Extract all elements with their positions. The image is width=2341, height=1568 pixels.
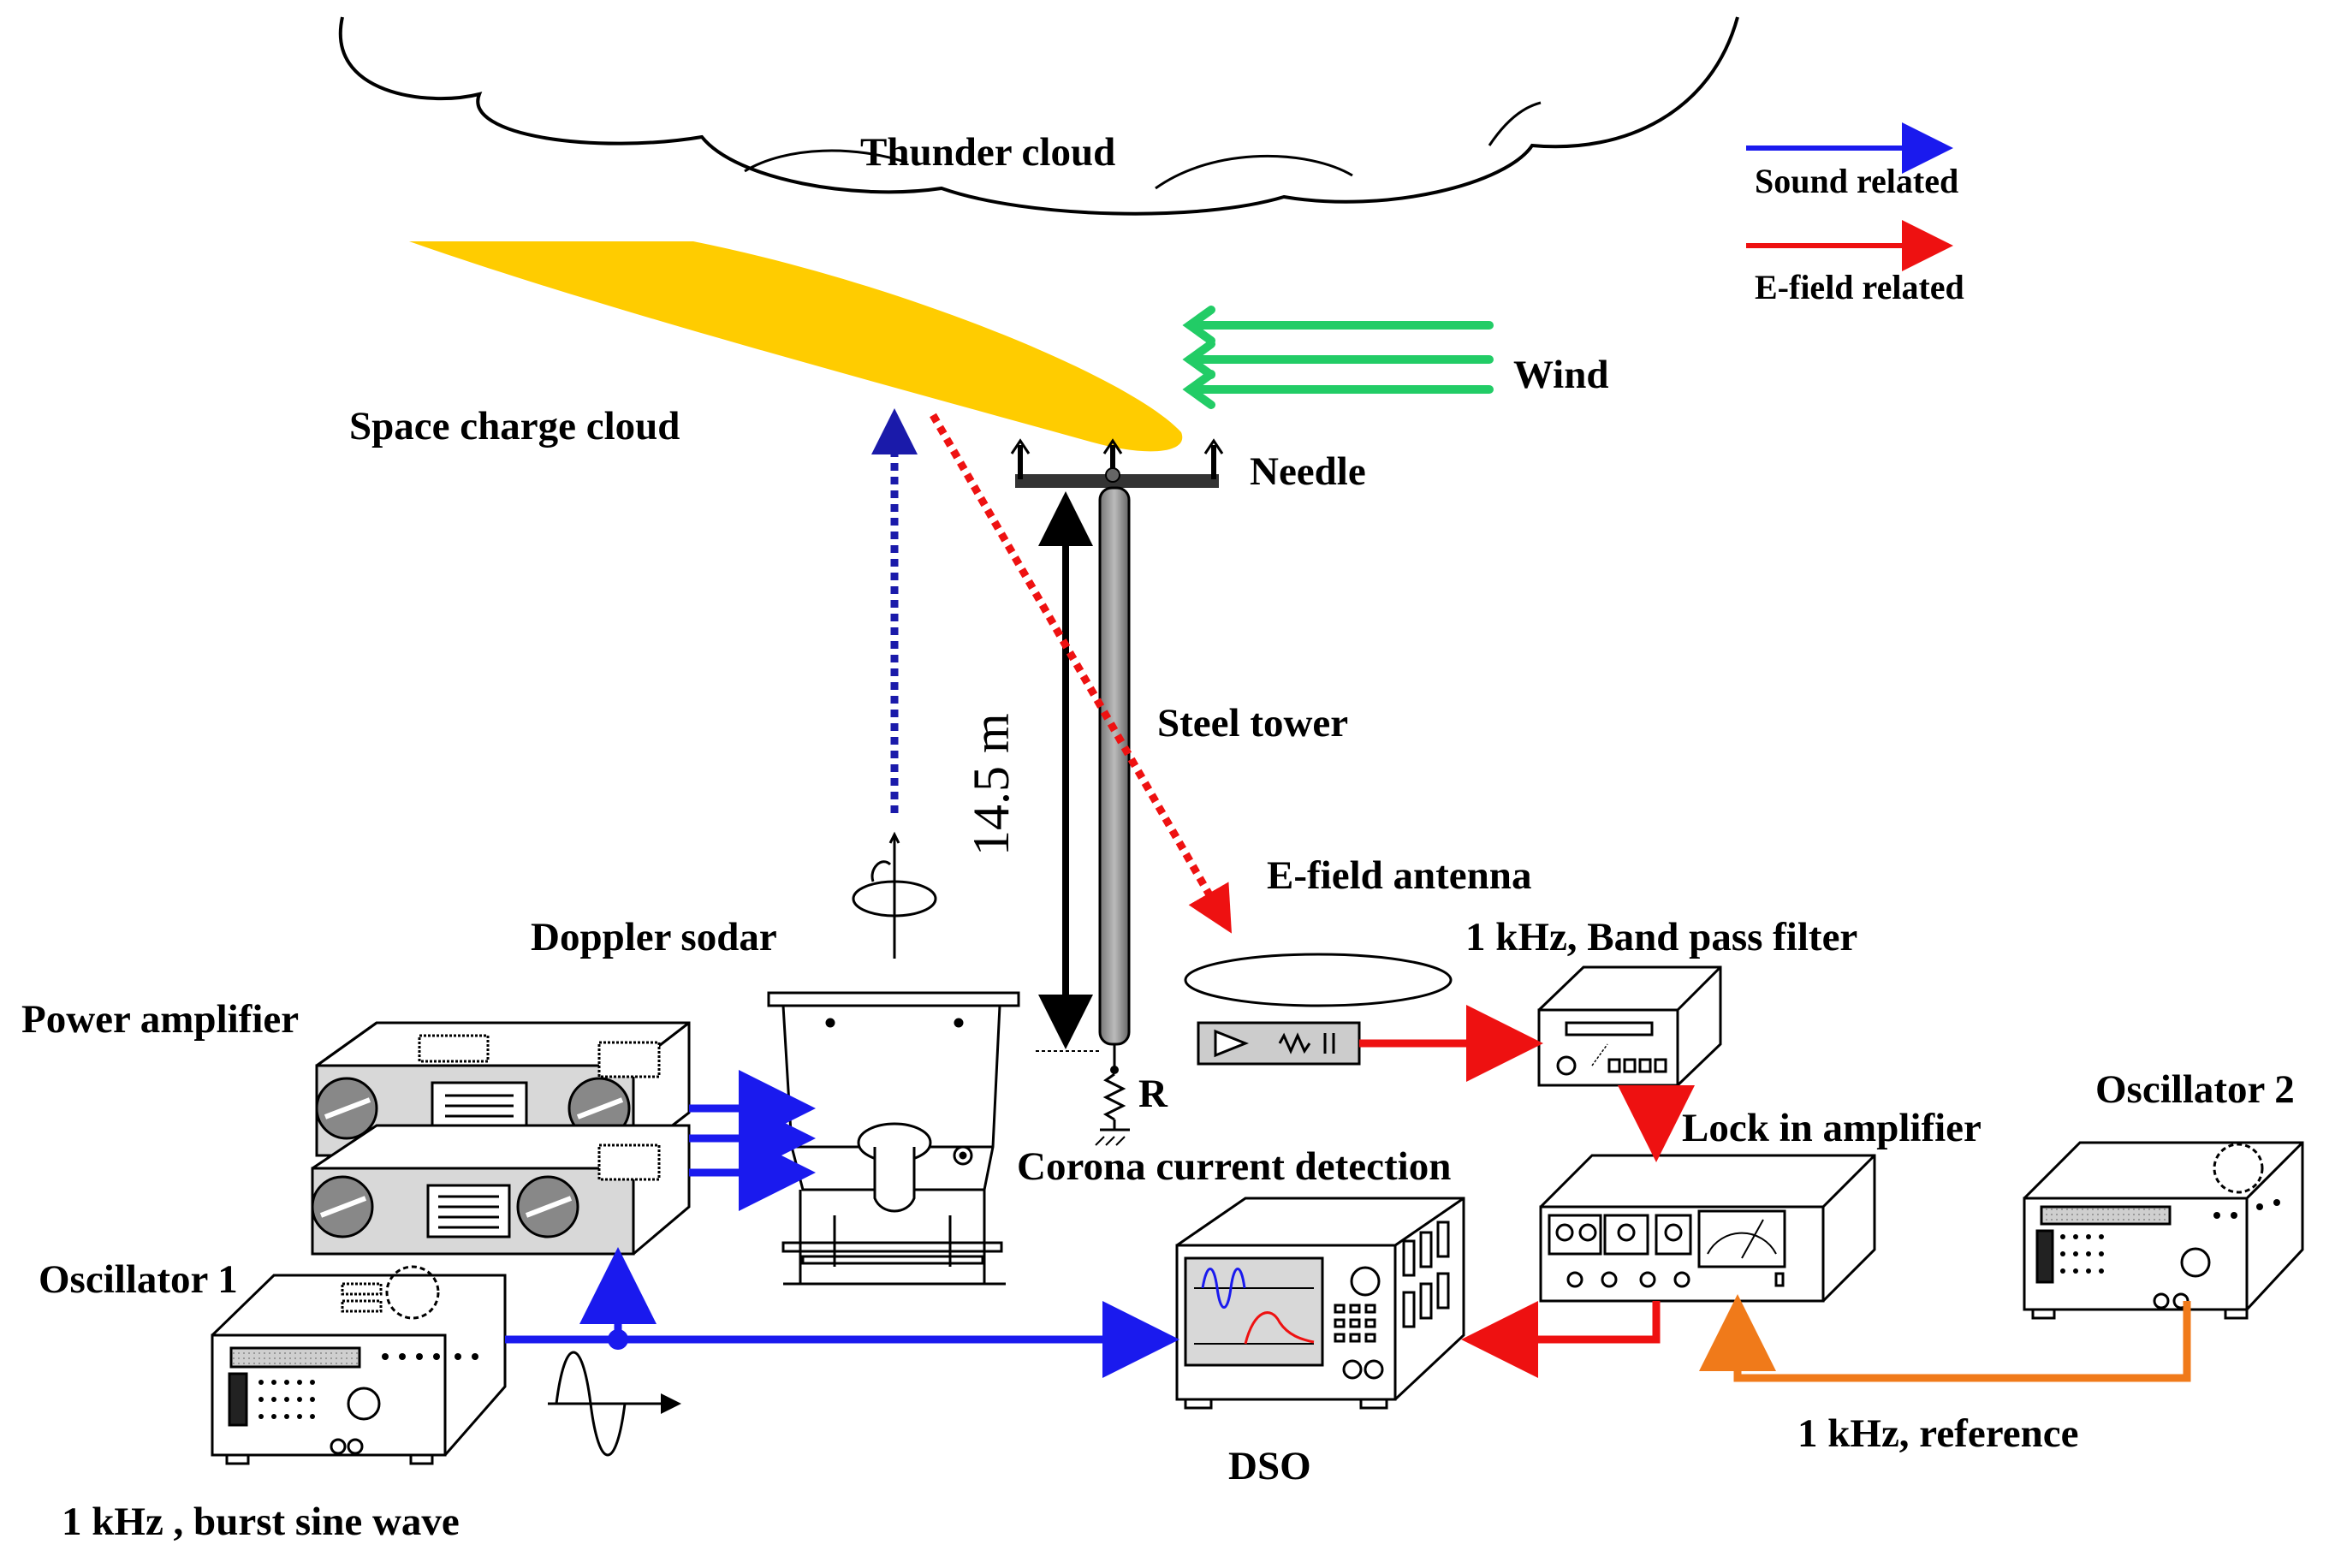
steel-tower-label: Steel tower — [1157, 701, 1349, 745]
height-dimension — [1036, 491, 1100, 1052]
lock-in-amplifier-label: Lock in amplifier — [1682, 1106, 1982, 1150]
burst-sine-label: 1 kHz , burst sine wave — [62, 1500, 460, 1544]
thunder-cloud-label: Thunder cloud — [860, 130, 1116, 175]
dso — [1175, 1197, 1465, 1410]
resistor-label: R — [1138, 1072, 1168, 1116]
doppler-sodar-label: Doppler sodar — [531, 915, 777, 959]
power-amplifier-label: Power amplifier — [21, 997, 300, 1042]
oscillator-2 — [2023, 1141, 2304, 1320]
oscillator-1-label: Oscillator 1 — [39, 1257, 238, 1302]
legend-arrows — [1746, 122, 1953, 271]
thunder-cloud — [338, 16, 1739, 216]
corona-current-detection-label: Corona current detection — [1017, 1144, 1452, 1189]
oscillator-1 — [211, 1265, 507, 1465]
burst-sine-symbol — [548, 1351, 681, 1457]
oscillator-2-label: Oscillator 2 — [2095, 1067, 2295, 1112]
needle — [1010, 438, 1224, 488]
reference-label: 1 kHz, reference — [1797, 1411, 2079, 1456]
rotation-symbol — [852, 831, 937, 959]
wind-label: Wind — [1513, 353, 1609, 397]
efield-beam — [930, 413, 1232, 934]
height-label: 14.5 m — [963, 713, 1019, 856]
space-charge-cloud-shape — [409, 241, 1183, 452]
e-field-antenna-label: E-field antenna — [1267, 853, 1532, 898]
band-pass-filter-label: 1 kHz, Band pass filter — [1465, 915, 1858, 959]
space-charge-cloud-label: Space charge cloud — [349, 404, 680, 448]
dso-label: DSO — [1228, 1444, 1311, 1488]
efield-antenna — [1184, 953, 1453, 1066]
legend-sound-label: Sound related — [1755, 162, 1959, 200]
needle-label: Needle — [1250, 449, 1366, 494]
efield-signal-lines — [1359, 1005, 1695, 1378]
reference-line — [1699, 1294, 2191, 1382]
wind-arrows — [1182, 306, 1494, 409]
legend-efield-label: E-field related — [1755, 268, 1964, 306]
sound-junction — [608, 1329, 628, 1350]
lock-in-amplifier — [1539, 1154, 1876, 1303]
steel-tower — [1095, 486, 1131, 1146]
doppler-sodar — [767, 991, 1020, 1286]
band-pass-filter — [1537, 965, 1722, 1087]
power-amplifier — [311, 1021, 691, 1256]
